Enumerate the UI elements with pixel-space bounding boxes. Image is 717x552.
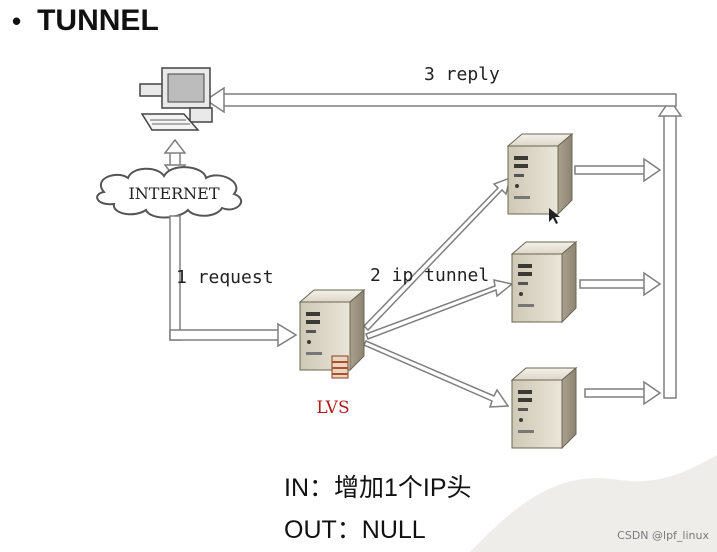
background-texture (470, 455, 717, 552)
real-server-3-icon (511, 367, 577, 449)
caption-in: IN：增加1个IP头 (284, 474, 472, 502)
ip-tunnel-paths (362, 176, 514, 408)
title-text: TUNNEL (37, 4, 159, 37)
tunnel-label: 2 ip tunnel (370, 265, 489, 286)
request-label: 1 request (176, 267, 274, 288)
internet-label: INTERNET (128, 184, 219, 203)
slide-title: • TUNNEL (12, 4, 159, 38)
reply-label: 3 reply (424, 64, 500, 85)
internet-cloud-icon: INTERNET (96, 166, 242, 219)
lvs-label: LVS (316, 398, 349, 418)
real-server-2-icon (511, 241, 577, 323)
client-computer-icon (139, 67, 213, 131)
request-path (169, 215, 298, 348)
lvs-server-icon (299, 289, 365, 379)
real-server-1-icon (507, 133, 573, 215)
mouse-cursor-icon (549, 208, 560, 224)
watermark: CSDN @lpf_linux (617, 529, 709, 542)
caption-out: OUT：NULL (284, 516, 426, 544)
bullet-icon: • (12, 5, 22, 36)
reply-path (204, 86, 683, 406)
